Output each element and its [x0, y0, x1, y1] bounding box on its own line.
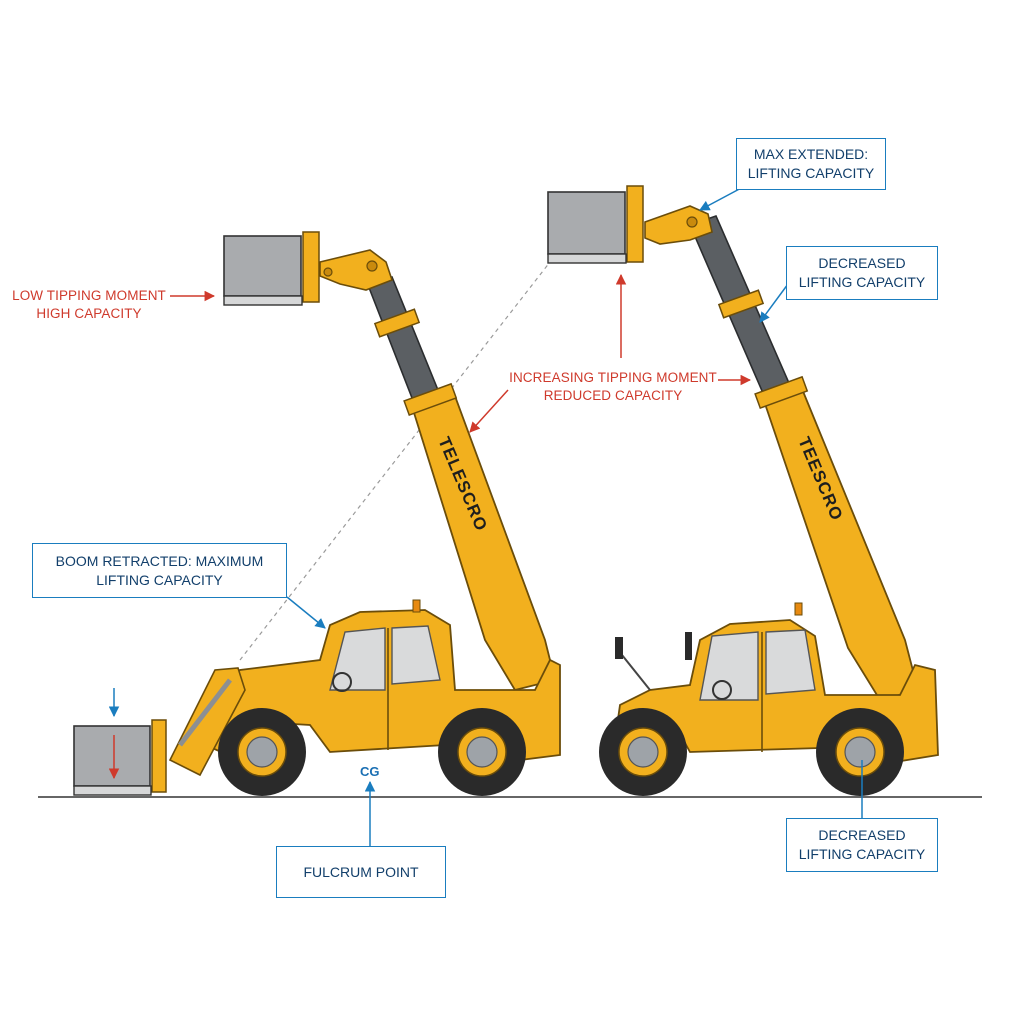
- right-fork-carriage: [626, 185, 644, 263]
- callout-decreased-top: DECREASED LIFTING CAPACITY: [786, 246, 938, 300]
- left-fork-arm: [168, 667, 246, 777]
- left-ground-pallet: [73, 785, 152, 796]
- left-cab-window-rear: [391, 625, 441, 685]
- left-boom-head: [319, 249, 394, 291]
- left-fork-carriage: [302, 231, 320, 303]
- left-ground-load: [73, 725, 151, 787]
- callout-boom-retracted: BOOM RETRACTED: MAXIMUM LIFTING CAPACITY: [32, 543, 287, 598]
- right-front-wheel: [599, 708, 687, 796]
- label-increasing-line2: REDUCED CAPACITY: [543, 388, 683, 403]
- left-boom-collar-upper: [373, 308, 421, 338]
- right-cab-window-front: [699, 631, 759, 701]
- callout-max-extended: MAX EXTENDED: LIFTING CAPACITY: [736, 138, 886, 190]
- label-increasing-line1: INCREASING TIPPING MOMENT: [509, 370, 717, 385]
- left-boom-extension: [366, 276, 442, 404]
- left-rear-wheel: [438, 708, 526, 796]
- right-raised-load: [547, 191, 626, 255]
- left-raised-pallet: [223, 295, 303, 306]
- arrow-decreased-top: [759, 283, 789, 323]
- right-raised-pallet: [547, 253, 627, 264]
- left-cab-window-front: [329, 627, 386, 691]
- right-boom-collar-lower: [754, 375, 809, 410]
- label-increasing-tipping: INCREASING TIPPING MOMENT REDUCED CAPACI…: [505, 369, 721, 405]
- right-boom-head: [644, 205, 713, 245]
- right-cab-window-rear: [765, 629, 816, 695]
- callout-boom-retracted-line1: BOOM RETRACTED: MAXIMUM: [55, 552, 264, 569]
- arrow-max-extended: [699, 185, 746, 211]
- cg-label: CG: [360, 764, 380, 779]
- callout-max-extended-line1: MAX EXTENDED:: [753, 146, 869, 162]
- label-low-tipping-line2: HIGH CAPACITY: [36, 306, 142, 321]
- left-front-wheel: [218, 708, 306, 796]
- callout-decreased-top-line2: LIFTING CAPACITY: [798, 274, 926, 290]
- left-boom-collar-lower: [403, 382, 458, 417]
- callout-decreased-bottom: DECREASED LIFTING CAPACITY: [786, 818, 938, 872]
- left-raised-load: [223, 235, 302, 297]
- right-rear-wheel: [816, 708, 904, 796]
- callout-fulcrum-line1: FULCRUM POINT: [303, 863, 419, 880]
- label-low-tipping-line1: LOW TIPPING MOMENT: [12, 288, 166, 303]
- callout-decreased-top-line1: DECREASED: [818, 255, 906, 271]
- right-telehandler: TEESCRO: [547, 185, 939, 796]
- callout-fulcrum: FULCRUM POINT: [276, 846, 446, 898]
- label-low-tipping: LOW TIPPING MOMENT HIGH CAPACITY: [6, 287, 172, 323]
- arrow-increasing-left: [469, 389, 509, 433]
- callout-boom-retracted-line2: LIFTING CAPACITY: [96, 571, 223, 588]
- callout-decreased-bottom-line1: DECREASED: [818, 827, 906, 843]
- arrow-boom-retracted: [286, 596, 326, 629]
- left-telehandler: TELESCRO: [73, 231, 561, 796]
- callout-max-extended-line2: LIFTING CAPACITY: [747, 165, 875, 181]
- right-boom-collar-upper: [717, 289, 765, 319]
- callout-decreased-bottom-line2: LIFTING CAPACITY: [798, 846, 926, 862]
